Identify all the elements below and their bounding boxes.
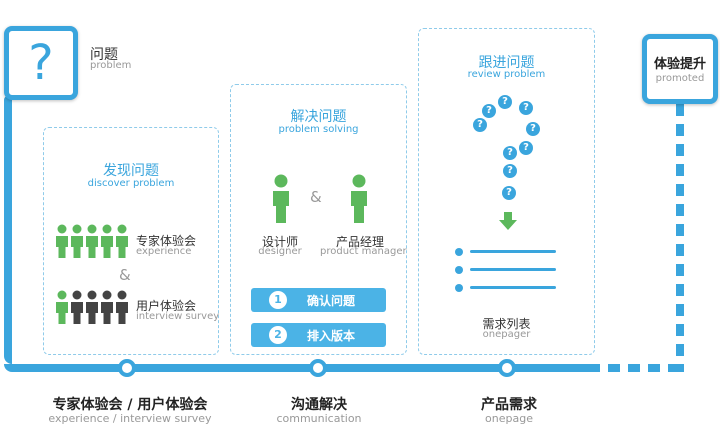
step-label: 确认问题 (307, 294, 356, 308)
timeline-dashed-line (588, 364, 684, 372)
list-bullet (455, 248, 463, 256)
review-title-en: review problem (467, 69, 546, 80)
question-dot-icon: ? (519, 101, 533, 115)
question-dot-icon: ? (503, 164, 517, 178)
pm-label-en: product manager (320, 246, 407, 257)
question-dot-icon: ? (473, 118, 487, 132)
problem-box: ? (4, 26, 78, 100)
problem-label: 问题 (90, 47, 118, 63)
question-dot-icon: ? (482, 104, 496, 118)
expert-label-en: experience (136, 246, 192, 257)
schedule-version-button[interactable]: 2 排入版本 (251, 323, 386, 347)
frame-right-dashed-line (676, 104, 684, 372)
question-dot-icon: ? (503, 146, 517, 160)
solving-title-en: problem solving (278, 124, 359, 135)
and-symbol: & (119, 266, 131, 284)
list-line (470, 268, 556, 271)
timeline-label-en: communication (276, 412, 362, 425)
review-title: 跟进问题 (478, 55, 535, 71)
timeline-label: 专家体验会 / 用户体验会 (52, 397, 208, 413)
timeline-label-en: experience / interview survey (48, 412, 212, 425)
step-number: 1 (269, 291, 287, 309)
question-dot-icon: ? (526, 122, 540, 136)
list-bullet (455, 284, 463, 292)
discover-title-en: discover problem (87, 178, 175, 189)
question-dot-icon: ? (502, 186, 516, 200)
timeline-node (309, 359, 327, 377)
timeline-label: 产品需求 (481, 397, 537, 413)
list-label-en: onepager (482, 329, 531, 340)
expert-group-icon (56, 224, 128, 258)
step-label: 排入版本 (307, 329, 356, 343)
question-dot-icon: ? (498, 95, 512, 109)
timeline-node (498, 359, 516, 377)
expert-label: 专家体验会 (136, 234, 197, 248)
designer-label: 设计师 (261, 235, 298, 249)
list-line (470, 250, 556, 253)
user-label-en: interview survey (136, 311, 220, 322)
designer-icon (273, 174, 289, 223)
solving-panel (230, 84, 407, 355)
promoted-label-en: promoted (655, 73, 705, 84)
promoted-label: 体验提升 (653, 57, 706, 72)
discover-panel (43, 127, 219, 355)
timeline-label-en: onepage (485, 412, 533, 425)
list-label: 需求列表 (482, 317, 531, 331)
list-line (470, 286, 556, 289)
user-label: 用户体验会 (136, 299, 197, 313)
list-bullet (455, 266, 463, 274)
product-manager-icon (351, 174, 367, 223)
and-symbol-2: & (310, 188, 322, 206)
frame-left-line (4, 96, 12, 364)
problem-label-en: problem (90, 60, 132, 71)
arrow-down-icon (499, 212, 517, 230)
timeline-label: 沟通解决 (291, 397, 347, 413)
timeline-node (118, 359, 136, 377)
confirm-problem-button[interactable]: 1 确认问题 (251, 288, 386, 312)
step-number: 2 (269, 326, 287, 344)
solving-title: 解决问题 (290, 109, 347, 125)
discover-title: 发现问题 (103, 163, 159, 179)
timeline-line (4, 364, 588, 372)
pm-label: 产品经理 (335, 235, 384, 249)
designer-label-en: designer (258, 246, 302, 257)
review-panel (418, 28, 595, 355)
question-icon: ? (28, 35, 54, 91)
user-group-icon (56, 290, 128, 324)
question-dot-icon: ? (519, 141, 533, 155)
promoted-box: 体验提升 promoted (642, 34, 718, 104)
